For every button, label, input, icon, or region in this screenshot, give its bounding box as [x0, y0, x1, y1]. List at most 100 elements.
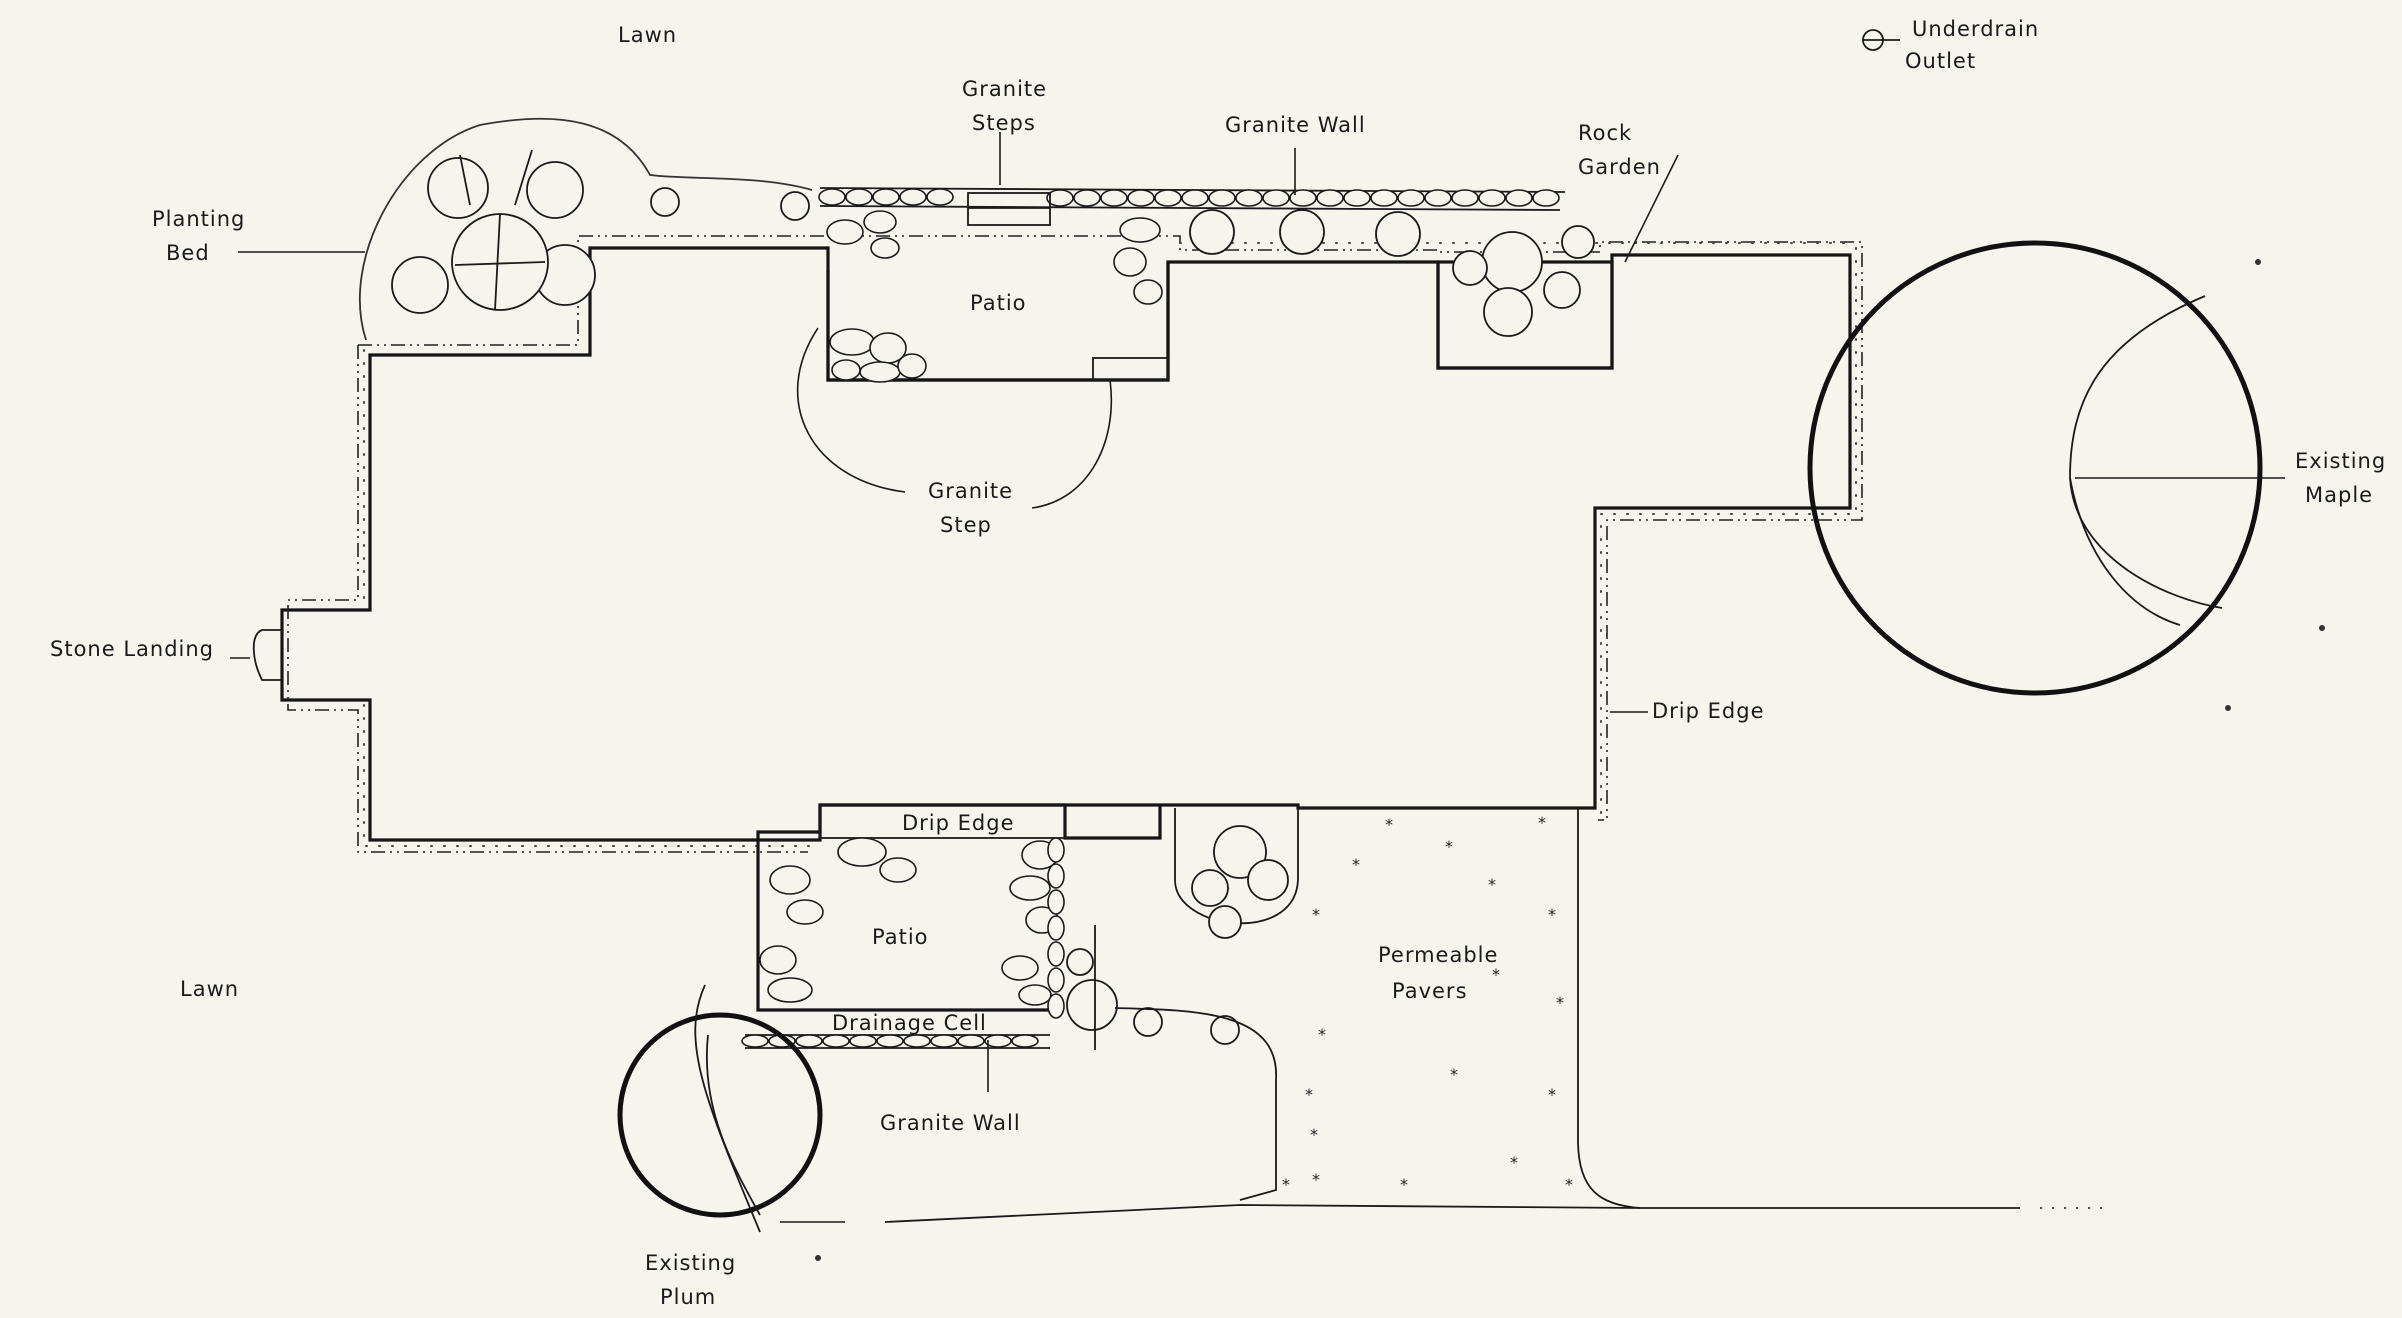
wall-stone	[1047, 967, 1065, 993]
wall-stone	[876, 1034, 904, 1048]
patio-top-stones	[826, 210, 1163, 383]
wall-stone	[1262, 189, 1290, 207]
granite-step-leader-arc	[796, 327, 906, 493]
paver-star: *	[1450, 1065, 1458, 1084]
existing-plum-tree	[617, 984, 823, 1233]
planting-bed-edge	[358, 117, 813, 341]
label-drip-edge-right: Drip Edge	[1652, 699, 1765, 723]
wall-stone	[1343, 189, 1371, 207]
label-existing-plum-2: Plum	[660, 1285, 716, 1309]
paver-star: *	[1385, 815, 1393, 834]
wall-stone	[1451, 189, 1479, 207]
wall-stone	[1046, 189, 1074, 207]
label-granite-steps-2: Steps	[972, 111, 1036, 135]
paver-star: *	[1445, 837, 1453, 856]
wall-stone	[1181, 189, 1209, 207]
wall-stone	[1316, 189, 1344, 207]
label-underdrain: Underdrain	[1912, 17, 2039, 41]
paver-star-marks: *******************	[1282, 813, 1573, 1194]
granite-steps	[967, 192, 1051, 226]
wall-stone	[1397, 189, 1425, 207]
wall-stone	[1235, 189, 1263, 207]
wall-stone	[957, 1034, 985, 1048]
wall-stone	[1208, 189, 1236, 207]
underdrain-outlet-icon	[1862, 29, 1900, 51]
patio-bottom-stones	[759, 837, 1059, 1006]
paver-star: *	[1400, 1175, 1408, 1194]
granite-wall-top-stones	[818, 188, 1560, 207]
label-pavers: Pavers	[1392, 979, 1468, 1003]
label-rock: Rock	[1578, 121, 1632, 145]
wall-stone	[1100, 189, 1128, 207]
permeable-pavers-outline	[1298, 807, 2020, 1209]
wall-stone	[1478, 189, 1506, 207]
paver-star: *	[1556, 993, 1564, 1012]
label-leaders	[230, 132, 2285, 1223]
paver-star: *	[1312, 905, 1320, 924]
wall-stone	[1047, 993, 1065, 1019]
granite-step-leader-right	[1031, 379, 1113, 509]
drip-edge-bottom-strip	[819, 804, 1066, 839]
paver-star: *	[1510, 1153, 1518, 1172]
wall-stone	[741, 1034, 769, 1048]
wall-stone	[903, 1034, 931, 1048]
paver-star: *	[1312, 1170, 1320, 1189]
label-patio-top: Patio	[970, 291, 1027, 315]
drip-edge-outline	[358, 235, 1863, 821]
wall-stone	[1047, 889, 1065, 915]
label-outlet: Outlet	[1905, 49, 1976, 73]
label-granite-wall-top: Granite Wall	[1225, 113, 1366, 137]
granite-wall-vertical-stones	[1047, 837, 1065, 1019]
label-drainage-cell: Drainage Cell	[832, 1011, 987, 1035]
wall-stone	[845, 188, 873, 206]
bottom-plantings	[1066, 808, 1299, 1201]
scatter-dots	[815, 259, 2325, 1261]
paver-star: *	[1282, 1175, 1290, 1194]
paver-star: *	[1548, 905, 1556, 924]
stone-landing	[252, 629, 282, 681]
paver-star: *	[1488, 875, 1496, 894]
wall-stone	[926, 188, 954, 206]
label-granite-step-2: Step	[940, 513, 992, 537]
wall-stone	[818, 188, 846, 206]
wall-stone	[1011, 1034, 1039, 1048]
planting-bed-shrubs	[391, 149, 810, 314]
label-existing-maple-1: Existing	[2295, 449, 2386, 473]
wall-stone	[1424, 189, 1452, 207]
paver-star: *	[1305, 1085, 1313, 1104]
label-permeable: Permeable	[1378, 943, 1498, 967]
wall-stone	[849, 1034, 877, 1048]
wall-stone	[1505, 189, 1533, 207]
label-existing-maple-2: Maple	[2305, 483, 2373, 507]
paver-star: *	[1548, 1085, 1556, 1104]
driveway-edge	[884, 1204, 1641, 1223]
paver-star: *	[1310, 1125, 1318, 1144]
wall-stone	[1073, 189, 1101, 207]
label-patio-bottom: Patio	[872, 925, 929, 949]
drip-edge-outline-left	[287, 345, 808, 853]
label-granite-steps-1: Granite	[962, 77, 1047, 101]
wall-stone	[1370, 189, 1398, 207]
label-lawn-top: Lawn	[618, 23, 677, 47]
existing-maple-tree	[1807, 240, 2263, 696]
wall-stone	[1154, 189, 1182, 207]
wall-stone	[1047, 863, 1065, 889]
patio-top-outline	[826, 262, 1170, 382]
rock-garden-plants	[1189, 209, 1595, 337]
label-planting: Planting	[152, 207, 245, 231]
label-stone-landing: Stone Landing	[50, 637, 214, 661]
label-lawn-left: Lawn	[180, 977, 239, 1001]
wall-stone	[984, 1034, 1012, 1048]
wall-stone	[795, 1034, 823, 1048]
label-granite-wall-bottom: Granite Wall	[880, 1111, 1021, 1135]
label-garden: Garden	[1578, 155, 1661, 179]
wall-stone	[899, 188, 927, 206]
paver-star: *	[1492, 965, 1500, 984]
paver-star: *	[1318, 1025, 1326, 1044]
wall-stone	[1047, 915, 1065, 941]
paver-star: *	[1538, 813, 1546, 832]
wall-stone	[1047, 837, 1065, 863]
label-bed: Bed	[166, 241, 210, 265]
wall-stone	[1047, 941, 1065, 967]
